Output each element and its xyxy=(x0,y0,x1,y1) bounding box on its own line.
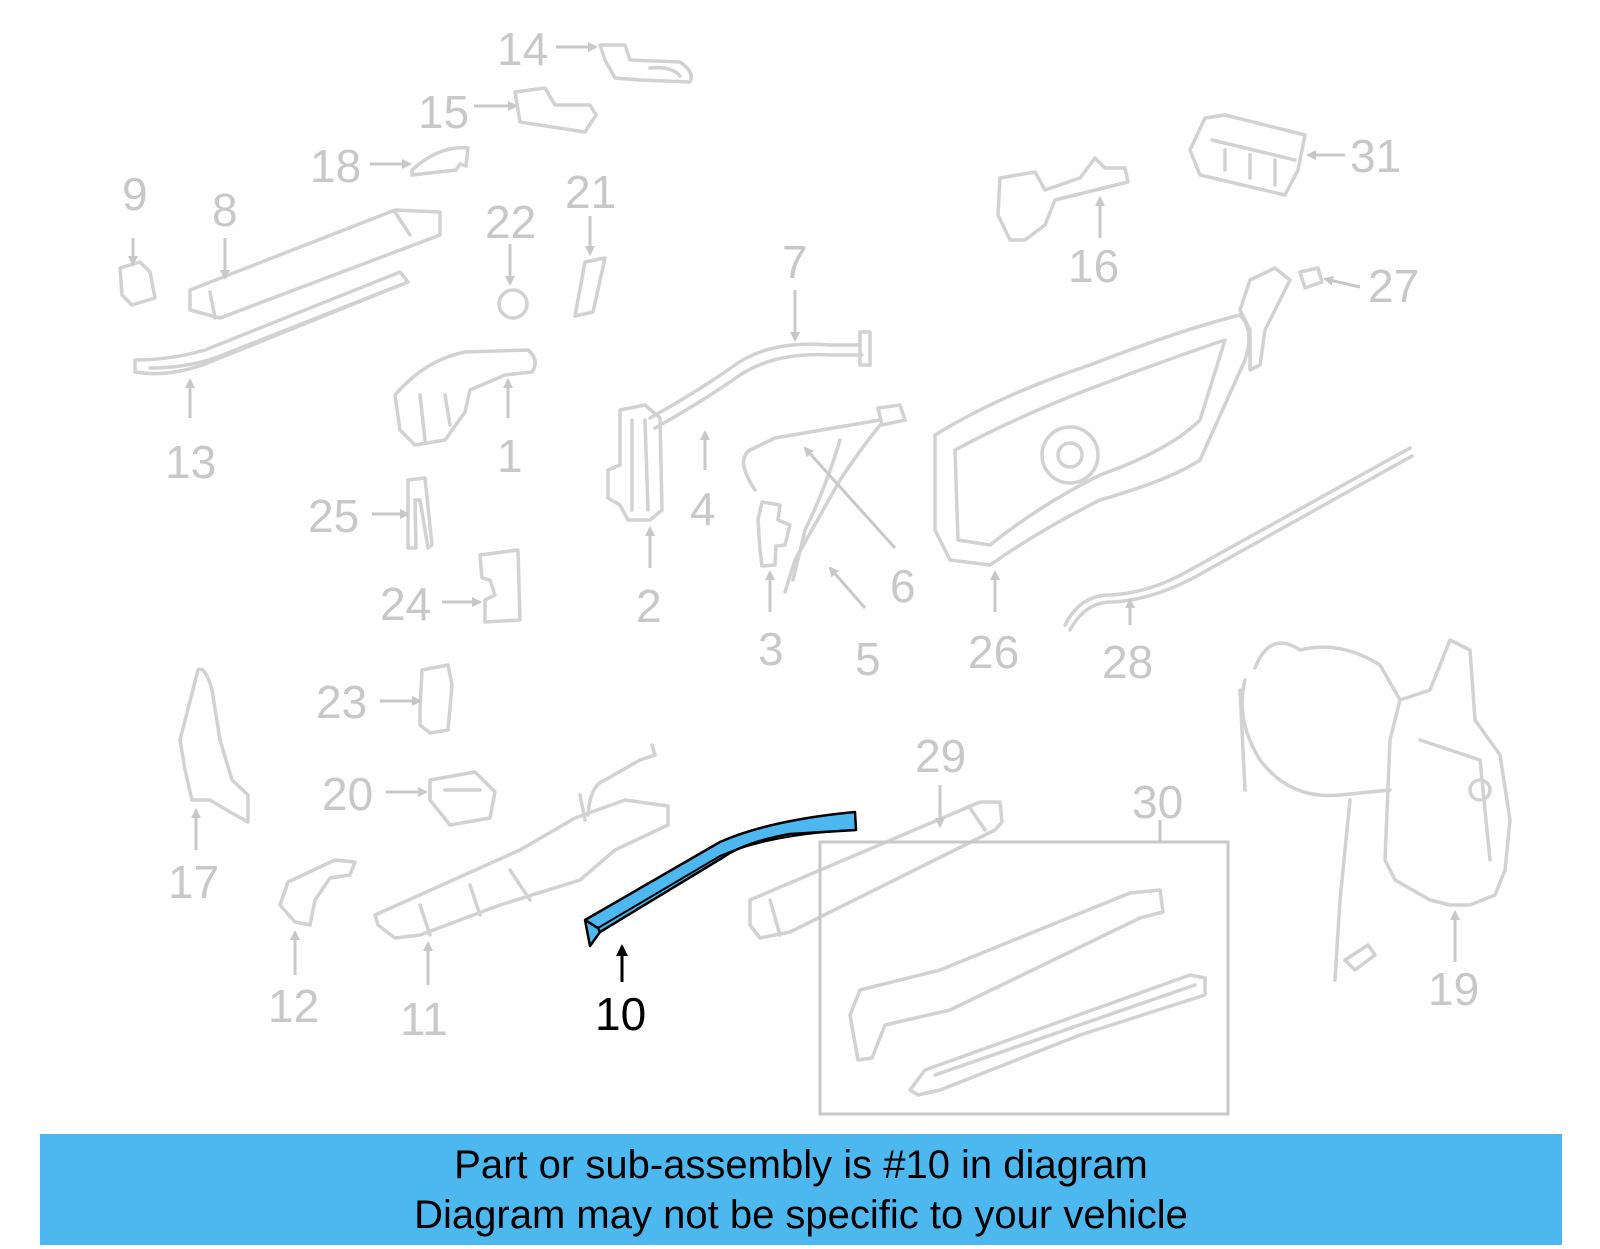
part-21 xyxy=(573,256,607,318)
callout-9: 9 xyxy=(122,168,148,220)
callout-10: 10 xyxy=(595,988,646,1040)
banner-line-1: Part or sub-assembly is #10 in diagram xyxy=(454,1142,1148,1187)
callout-1: 1 xyxy=(497,430,523,482)
callout-16: 16 xyxy=(1068,240,1119,292)
callout-29: 29 xyxy=(915,730,966,782)
part-10 xyxy=(583,810,858,948)
callout-20: 20 xyxy=(322,768,373,820)
callout-4: 4 xyxy=(690,483,716,535)
part-18 xyxy=(410,145,470,177)
part-8 xyxy=(188,208,442,320)
callout-14: 14 xyxy=(497,23,548,75)
part-6 xyxy=(741,403,907,594)
callout-12: 12 xyxy=(268,980,319,1032)
callout-3: 3 xyxy=(758,623,784,675)
callout-5: 5 xyxy=(855,633,881,685)
callout-24: 24 xyxy=(380,578,431,630)
callout-21: 21 xyxy=(565,166,616,218)
part-12 xyxy=(278,858,357,927)
part-24 xyxy=(478,548,522,624)
callout-labels: 14 15 18 9 8 22 21 13 1 7 4 2 3 5 6 26 2… xyxy=(122,23,1479,1045)
arrow-27 xyxy=(1323,275,1361,289)
part-13 xyxy=(133,270,410,376)
part-29 xyxy=(748,800,1004,940)
callout-8: 8 xyxy=(212,184,238,236)
callout-23: 23 xyxy=(316,676,367,728)
part-17 xyxy=(178,667,250,824)
part-26 xyxy=(933,266,1292,567)
part-1 xyxy=(393,348,537,447)
callout-26: 26 xyxy=(968,626,1019,678)
callout-27: 27 xyxy=(1368,260,1419,312)
callout-arrows xyxy=(128,42,1460,985)
callout-11: 11 xyxy=(400,993,448,1045)
part-20 xyxy=(428,770,497,827)
info-banner: Part or sub-assembly is #10 in diagram D… xyxy=(40,1134,1562,1245)
part-22 xyxy=(497,288,529,320)
part-9 xyxy=(118,260,157,307)
part-14 xyxy=(598,43,693,84)
part-28 xyxy=(1063,446,1414,632)
banner-line-2: Diagram may not be specific to your vehi… xyxy=(414,1192,1188,1237)
part-16 xyxy=(996,156,1130,242)
arrow-6 xyxy=(803,446,897,550)
part-2 xyxy=(606,403,664,522)
callout-6: 6 xyxy=(890,560,916,612)
part-15 xyxy=(513,86,598,134)
callout-19: 19 xyxy=(1428,963,1479,1015)
callout-28: 28 xyxy=(1102,636,1153,688)
part-23 xyxy=(418,663,454,735)
callout-22: 22 xyxy=(485,196,536,248)
callout-31: 31 xyxy=(1350,130,1401,182)
callout-25: 25 xyxy=(308,490,359,542)
part-11 xyxy=(373,743,670,940)
callout-7: 7 xyxy=(782,236,808,288)
callout-2: 2 xyxy=(636,580,662,632)
arrow-5 xyxy=(828,566,867,609)
callout-13: 13 xyxy=(165,436,216,488)
callout-18: 18 xyxy=(310,140,361,192)
callout-15: 15 xyxy=(418,86,469,138)
callout-17: 17 xyxy=(168,856,219,908)
part-27 xyxy=(1298,266,1324,290)
part-3 xyxy=(756,500,792,568)
part-31 xyxy=(1188,113,1307,197)
callout-30: 30 xyxy=(1132,776,1183,828)
part-7 xyxy=(648,330,872,430)
part-30 xyxy=(818,840,1230,1116)
part-25 xyxy=(406,476,434,550)
part-19 xyxy=(1238,638,1512,982)
